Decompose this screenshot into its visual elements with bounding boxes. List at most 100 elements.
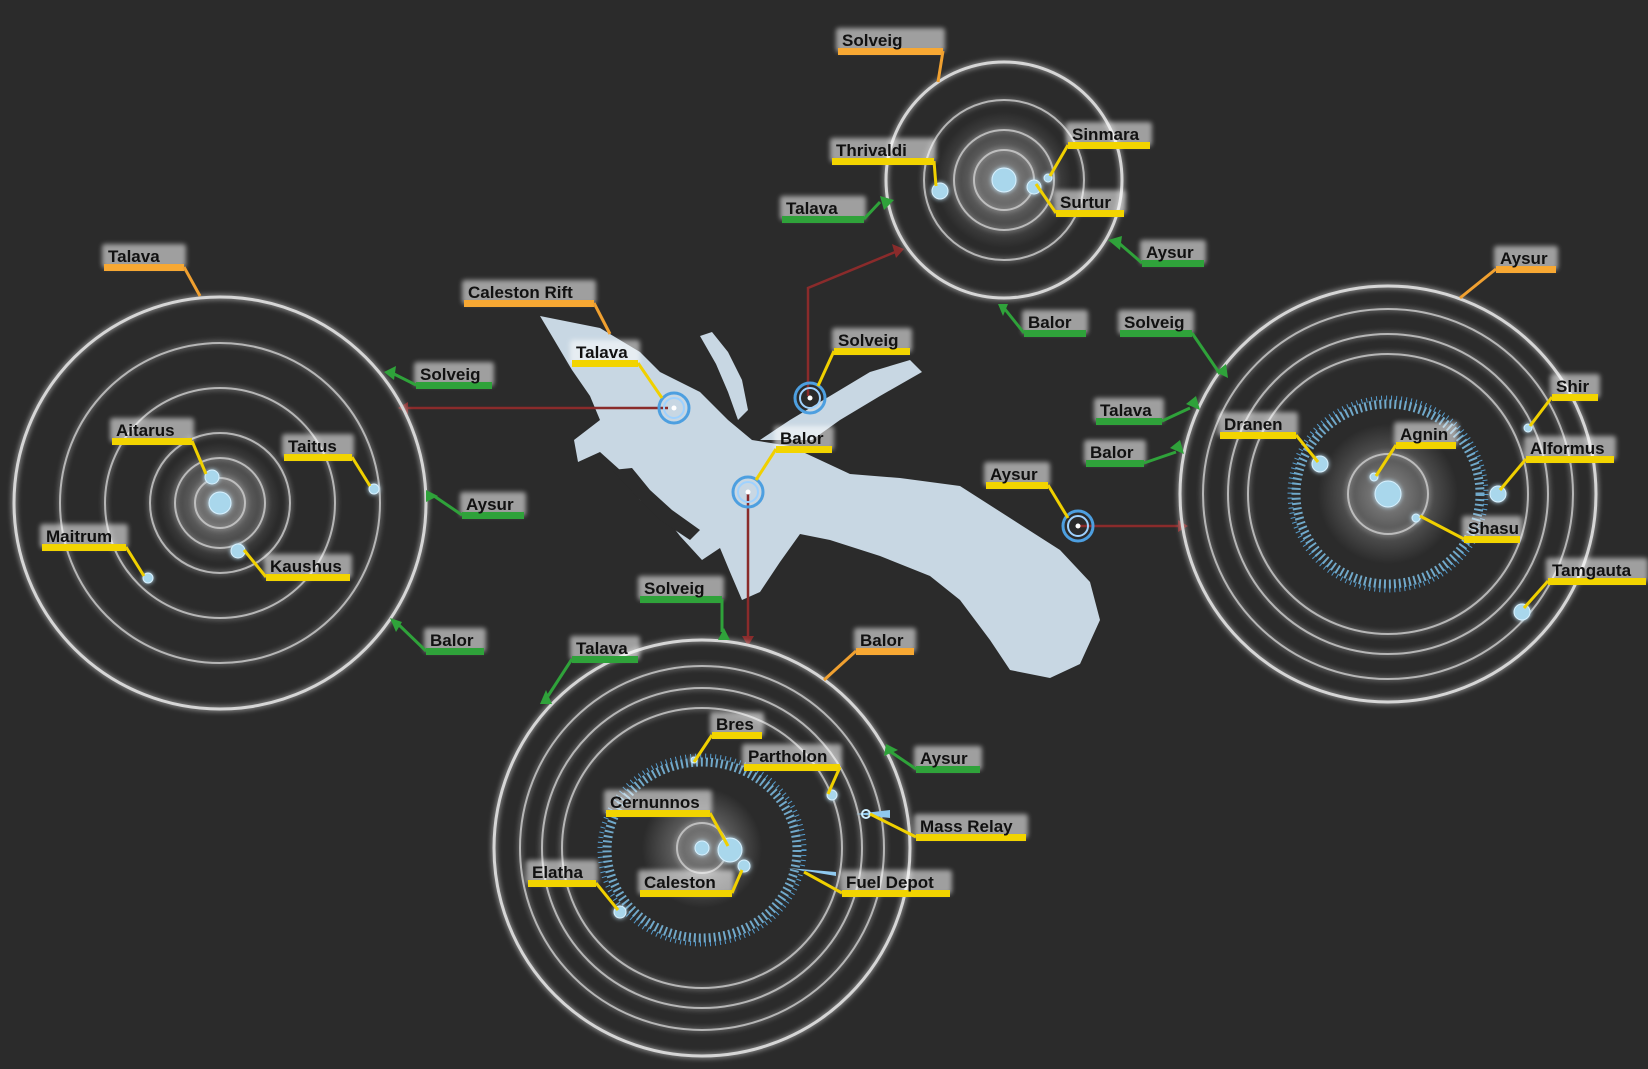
label-text: Partholon	[748, 747, 827, 766]
label-text: Aysur	[1146, 243, 1194, 262]
label-talava: Talava	[1094, 398, 1191, 425]
label-text: Dranen	[1224, 415, 1283, 434]
star-talava	[208, 491, 232, 515]
label-fuel-depot: Fuel Depot	[803, 870, 952, 897]
label-bres: Bres	[692, 712, 764, 763]
star-solveig	[991, 167, 1017, 193]
label-text: Caleston Rift	[468, 283, 573, 302]
caleston-rift-nebula	[540, 316, 1100, 678]
label-maitrum: Maitrum	[40, 524, 146, 577]
label-text: Balor	[430, 631, 474, 650]
label-aysur: Aysur	[984, 462, 1070, 519]
label-text: Shasu	[1468, 519, 1519, 538]
label-cernunnos: Cernunnos	[604, 790, 730, 847]
label-text: Talava	[786, 199, 838, 218]
relay-routes	[398, 244, 1188, 646]
fuel-depot-icon	[788, 868, 836, 876]
label-balor: Balor	[396, 622, 486, 655]
label-shir: Shir	[1528, 374, 1600, 427]
label-mass-relay: Mass Relay	[869, 812, 1028, 841]
label-text: Cernunnos	[610, 793, 700, 812]
relay-balor[interactable]	[731, 475, 765, 509]
label-aysur: Aysur	[433, 492, 526, 519]
label-sinmara: Sinmara	[1048, 122, 1152, 177]
label-solveig: Solveig	[1118, 310, 1222, 375]
label-text: Mass Relay	[920, 817, 1013, 836]
label-caleston-rift: Caleston Rift	[462, 280, 612, 335]
label-aysur: Aysur	[1119, 240, 1206, 267]
relay-solveig[interactable]	[793, 381, 827, 415]
label-text: Alformus	[1530, 439, 1605, 458]
label-text: Agnin	[1400, 425, 1448, 444]
planet-cernunnos	[717, 837, 743, 863]
label-taitus: Taitus	[282, 434, 372, 487]
planet-alformus	[1489, 485, 1507, 503]
label-elatha: Elatha	[526, 860, 620, 911]
label-shasu: Shasu	[1419, 514, 1522, 543]
system-balor[interactable]	[492, 638, 912, 1058]
system-solveig[interactable]	[884, 60, 1124, 300]
label-text: Aysur	[990, 465, 1038, 484]
planet-thrivaldi	[931, 182, 949, 200]
label-text: Kaushus	[270, 557, 342, 576]
relay-aysur[interactable]	[1061, 509, 1095, 543]
label-text: Aitarus	[116, 421, 175, 440]
label-balor: Balor	[1084, 440, 1177, 467]
star-balor	[694, 840, 710, 856]
labels-layer: SolveigThrivaldiSinmaraSurturTalavaAysur…	[40, 28, 1648, 911]
label-text: Fuel Depot	[846, 873, 934, 892]
label-text: Balor	[860, 631, 904, 650]
label-tamgauta: Tamgauta	[1522, 558, 1648, 609]
planet-maitrum	[142, 572, 154, 584]
label-dranen: Dranen	[1218, 412, 1320, 463]
label-caleston: Caleston	[638, 869, 744, 897]
planet-aitarus	[204, 469, 220, 485]
exit-arrows	[384, 196, 1228, 756]
label-alformus: Alformus	[1498, 436, 1616, 491]
label-text: Maitrum	[46, 527, 112, 546]
planet-tamgauta	[1513, 603, 1531, 621]
label-text: Talava	[108, 247, 160, 266]
label-partholon: Partholon	[742, 744, 842, 795]
label-balor: Balor	[1002, 307, 1088, 337]
label-aysur: Aysur	[887, 746, 982, 773]
label-text: Taitus	[288, 437, 337, 456]
label-text: Talava	[576, 639, 628, 658]
label-text: Balor	[1028, 313, 1072, 332]
label-text: Solveig	[842, 31, 902, 50]
label-text: Aysur	[1500, 249, 1548, 268]
planet-shasu	[1411, 513, 1421, 523]
system-talava[interactable]	[12, 295, 428, 711]
label-solveig: Solveig	[638, 576, 724, 632]
label-text: Talava	[576, 343, 628, 362]
planet-surtur	[1026, 179, 1042, 195]
label-thrivaldi: Thrivaldi	[830, 138, 938, 187]
system-aysur[interactable]	[1178, 284, 1598, 704]
label-balor: Balor	[754, 426, 834, 481]
label-text: Balor	[1090, 443, 1134, 462]
label-talava: Talava	[570, 340, 664, 399]
label-kaushus: Kaushus	[242, 549, 352, 581]
label-solveig: Solveig	[836, 28, 945, 83]
label-text: Solveig	[644, 579, 704, 598]
label-agnin: Agnin	[1374, 422, 1458, 477]
label-text: Aysur	[466, 495, 514, 514]
label-solveig: Solveig	[816, 328, 912, 387]
label-aysur: Aysur	[1459, 246, 1558, 300]
label-text: Surtur	[1060, 193, 1111, 212]
label-text: Solveig	[420, 365, 480, 384]
label-text: Caleston	[644, 873, 716, 892]
label-text: Elatha	[532, 863, 584, 882]
label-text: Balor	[780, 429, 824, 448]
label-talava: Talava	[546, 636, 640, 697]
planet-taitus	[368, 483, 380, 495]
label-solveig: Solveig	[389, 362, 494, 389]
label-text: Shir	[1556, 377, 1589, 396]
label-text: Talava	[1100, 401, 1152, 420]
label-text: Solveig	[1124, 313, 1184, 332]
label-text: Sinmara	[1072, 125, 1140, 144]
relay-talava[interactable]	[657, 391, 691, 425]
label-talava: Talava	[102, 244, 202, 297]
label-text: Aysur	[920, 749, 968, 768]
